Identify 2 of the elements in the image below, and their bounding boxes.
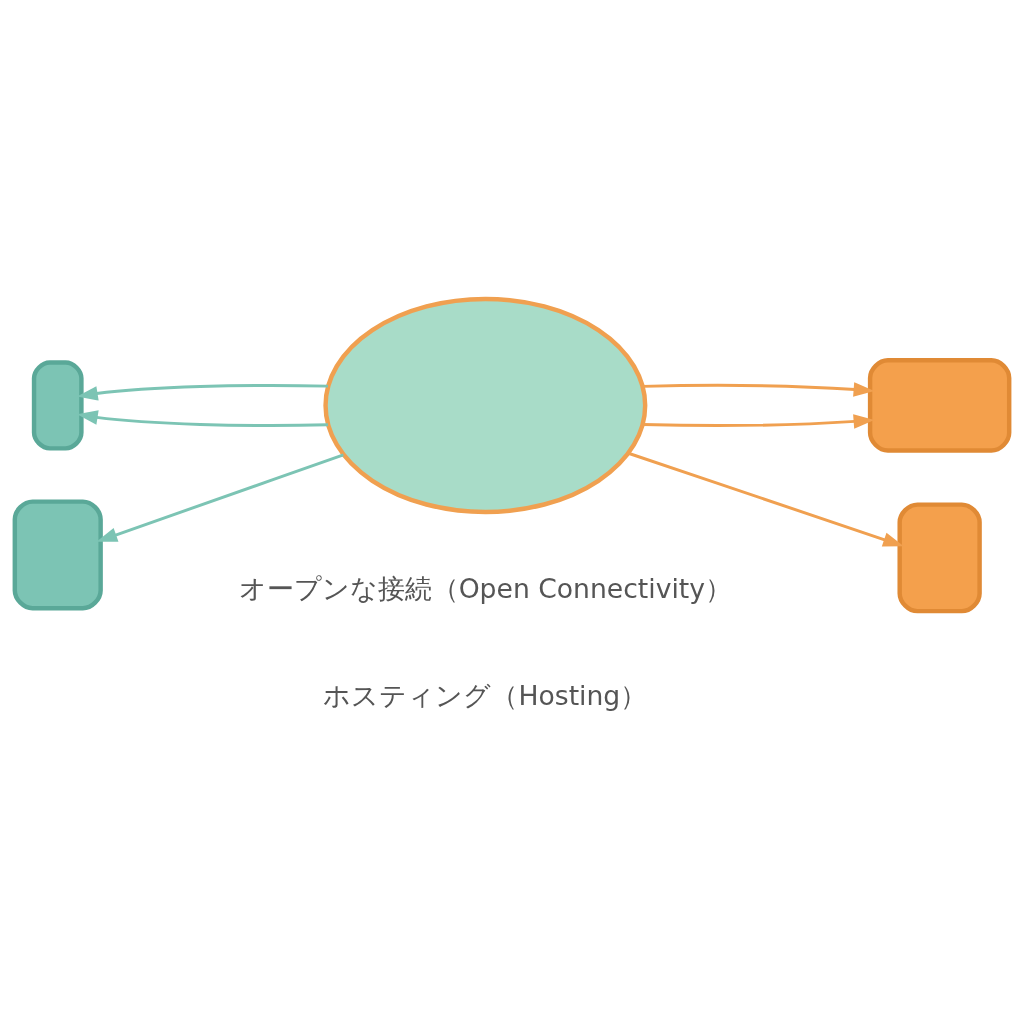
- label: ホスティング（Hosting）: [323, 679, 648, 711]
- label: オープンな接続（Open Connectivity）: [238, 573, 733, 605]
